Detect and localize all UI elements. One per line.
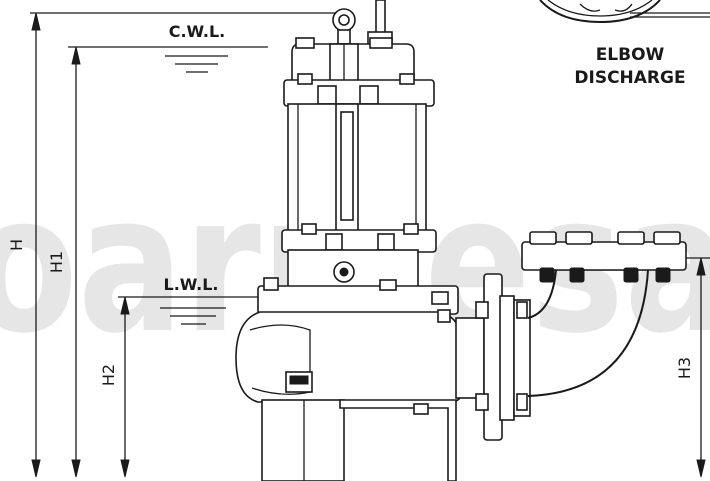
- dimension-h3: [686, 257, 710, 478]
- dim-label-h1: H1: [47, 251, 66, 273]
- elbow-discharge-title-line1: ELBOW: [596, 45, 665, 65]
- dimension-h1: [68, 46, 268, 478]
- lwl-water-symbol: [160, 307, 226, 325]
- dimension-h2: [118, 296, 268, 478]
- discharge-neck: [455, 317, 485, 399]
- elbow-flange-detail: [539, 0, 710, 24]
- lwl-label: L.W.L.: [164, 275, 219, 294]
- dim-label-h3: H3: [675, 357, 694, 379]
- cwl-water-symbol: [165, 55, 228, 73]
- horizontal-flange: [521, 241, 687, 271]
- pump-body: [235, 0, 485, 481]
- volute-flange: [257, 285, 459, 315]
- elbow-pipe: [527, 269, 557, 319]
- discharge-elbow: [475, 231, 687, 441]
- elbow-discharge-title-line2: DISCHARGE: [574, 68, 685, 88]
- dim-label-h: H: [7, 239, 26, 251]
- cwl-label: C.W.L.: [169, 22, 226, 41]
- dim-label-h2: H2: [99, 364, 118, 386]
- pump-base: [261, 399, 345, 481]
- base-bracket: [339, 399, 457, 481]
- dimension-h: [30, 12, 336, 478]
